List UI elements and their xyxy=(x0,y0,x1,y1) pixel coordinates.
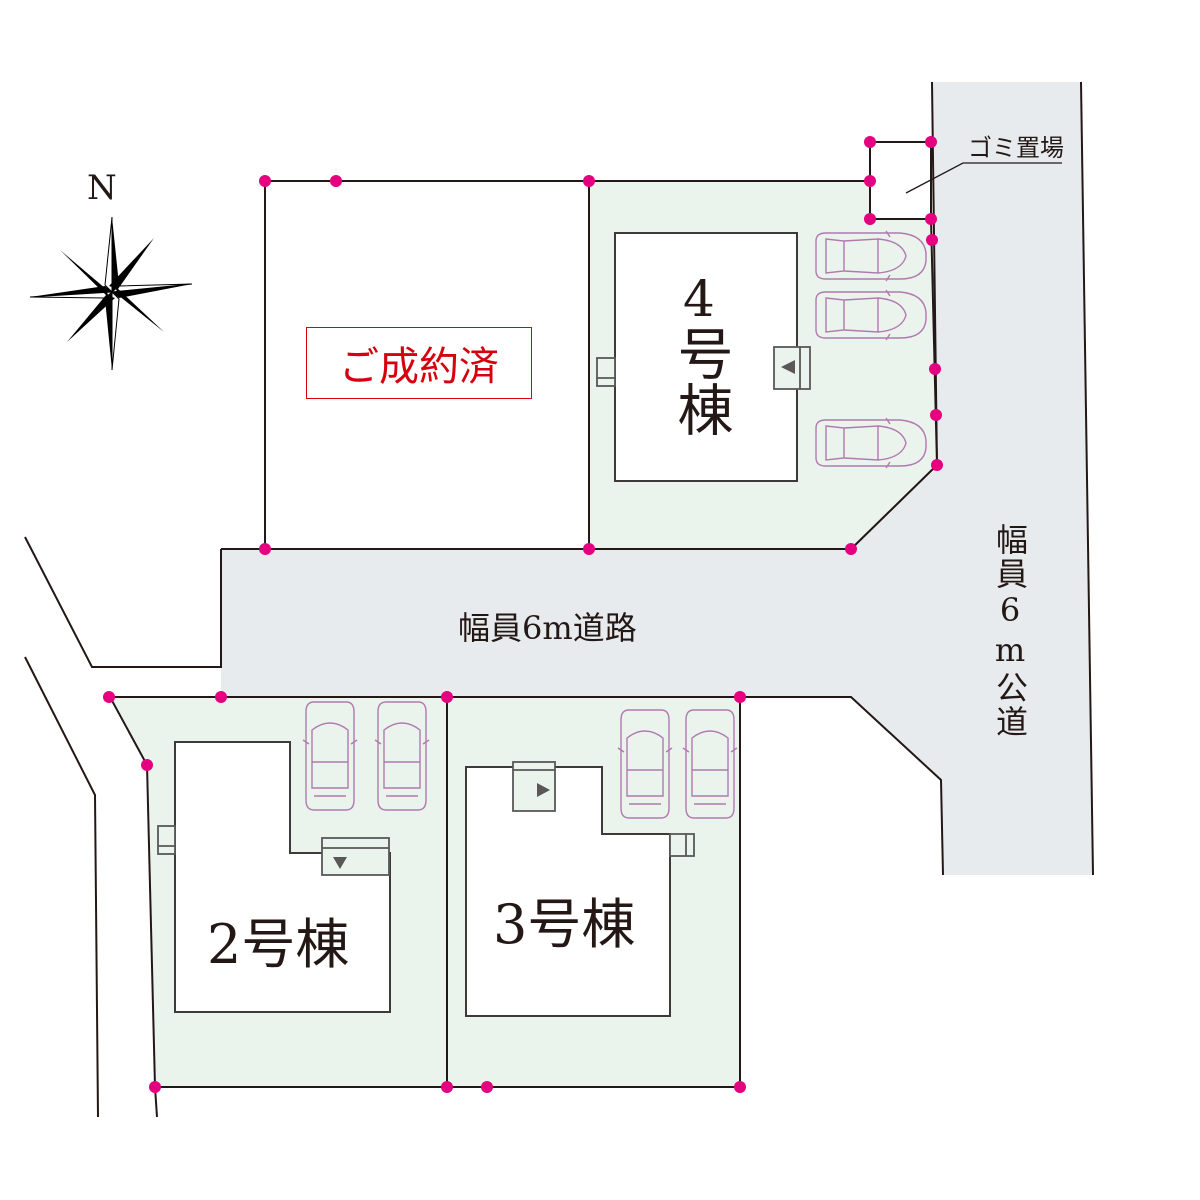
sold-badge: ご成約済 xyxy=(306,327,532,399)
building-4 xyxy=(614,232,798,482)
garbage-area-label: ゴミ置場 xyxy=(968,134,1064,162)
public-road-label: 幅員6m公道 xyxy=(991,523,1029,739)
lot-4-label: 号棟 xyxy=(668,325,733,437)
lot-1-sold xyxy=(264,180,590,550)
lot-4-number: 4 xyxy=(683,270,715,328)
garbage-area xyxy=(869,141,932,220)
boundary-markers xyxy=(103,136,943,1093)
lot-2-label: 2号棟 xyxy=(207,913,350,976)
compass-rose-icon xyxy=(29,216,193,371)
building-2 xyxy=(174,741,391,1013)
private-road xyxy=(221,82,1093,875)
private-road-label: 幅員6m道路 xyxy=(458,609,637,647)
north-label: N xyxy=(87,168,117,208)
lot-3-label: 3号棟 xyxy=(493,893,636,956)
